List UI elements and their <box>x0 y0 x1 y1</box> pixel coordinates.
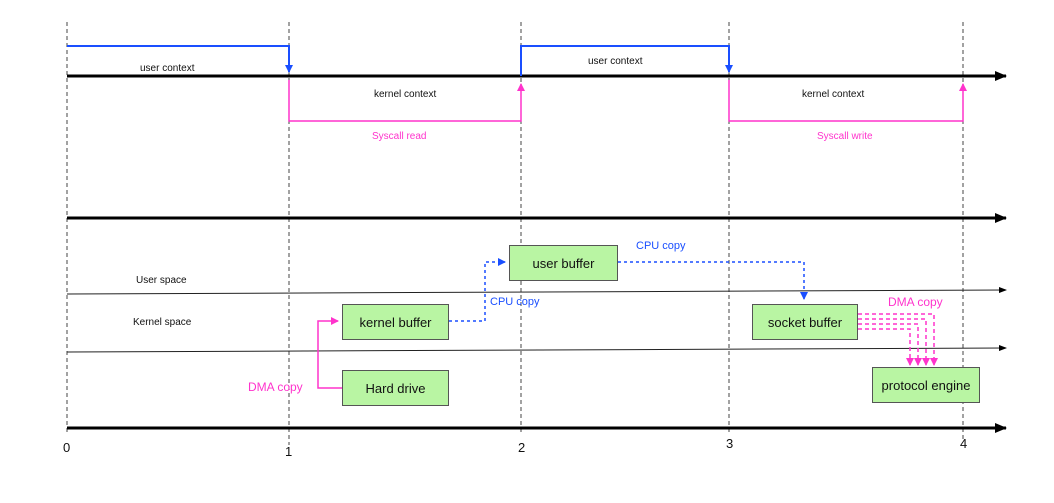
tick-label-0: 0 <box>63 440 71 455</box>
cpu-copy-arrow-1 <box>449 258 506 322</box>
syscall-read-label: Syscall read <box>372 131 427 142</box>
kernel-buffer-box: kernel buffer <box>342 304 449 340</box>
cpu-copy-arrow-2 <box>618 261 808 300</box>
dma-copy-arrows-2 <box>858 313 938 366</box>
dma-copy-arrow-1 <box>317 317 342 389</box>
cpu-copy-label-1: CPU copy <box>490 296 540 308</box>
cpu-copy-label-2: CPU copy <box>636 240 686 252</box>
tick-label-1: 1 <box>285 444 293 459</box>
tick-label-4: 4 <box>960 436 968 451</box>
dma-copy-label-2: DMA copy <box>888 295 943 309</box>
user-context-label-2: user context <box>588 56 643 67</box>
hard-drive-box: Hard drive <box>342 370 449 406</box>
user-context-label-1: user context <box>140 63 195 74</box>
user-space-label: User space <box>136 275 187 286</box>
kernel-context-trace <box>288 80 967 122</box>
protocol-engine-box: protocol engine <box>872 367 980 403</box>
tick-label-3: 3 <box>726 436 734 451</box>
user-space-line <box>66 287 1007 295</box>
user-context-trace <box>67 45 733 76</box>
kernel-context-label-1: kernel context <box>374 89 437 100</box>
dma-copy-label-1: DMA copy <box>248 380 303 394</box>
kernel-space-label: Kernel space <box>133 317 192 328</box>
user-buffer-box: user buffer <box>509 245 618 281</box>
kernel-context-label-2: kernel context <box>802 89 865 100</box>
space-separators <box>66 287 1007 353</box>
time-guides <box>66 22 964 445</box>
syscall-write-label: Syscall write <box>817 131 873 142</box>
socket-buffer-box: socket buffer <box>752 304 858 340</box>
kernel-space-line <box>66 345 1007 353</box>
tick-label-2: 2 <box>518 440 526 455</box>
axes <box>67 71 1007 433</box>
